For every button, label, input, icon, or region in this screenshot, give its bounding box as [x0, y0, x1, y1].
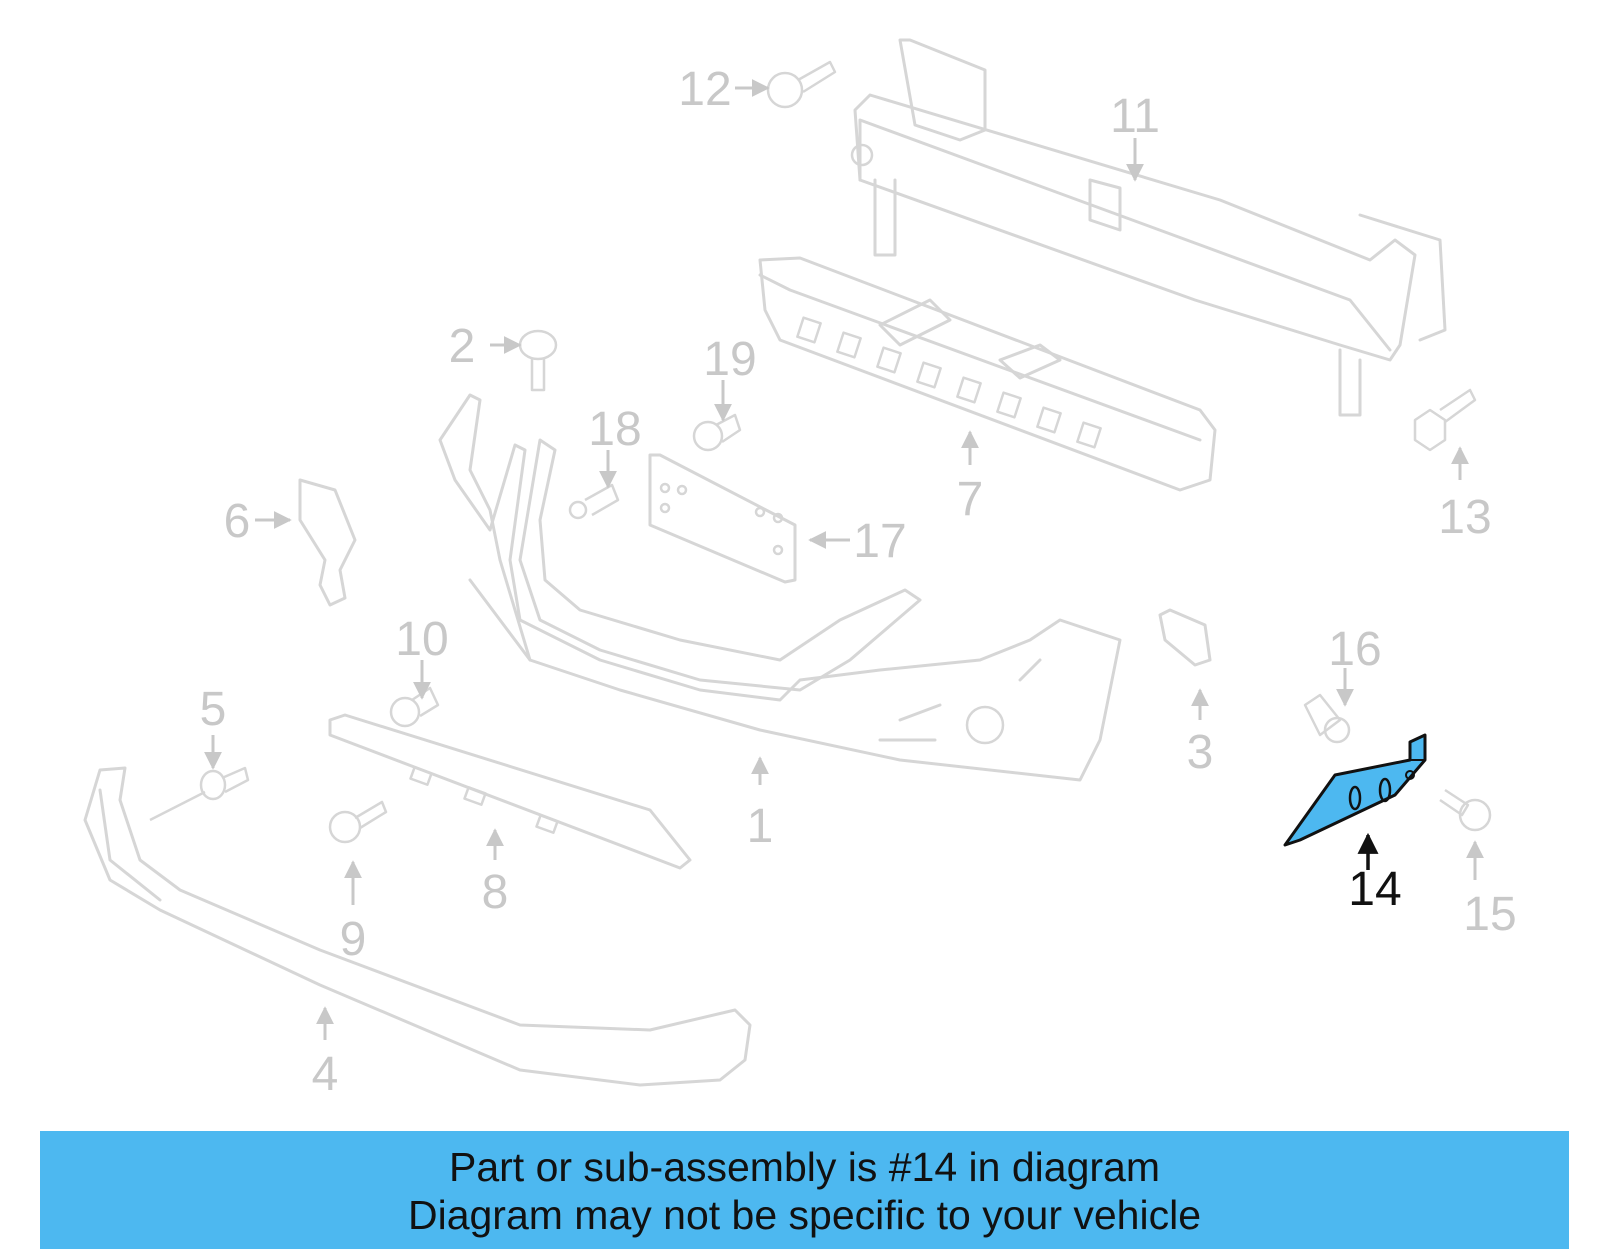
- callout-4: 4: [312, 1048, 339, 1101]
- callout-10: 10: [395, 613, 448, 666]
- part-10-clip: [389, 686, 440, 728]
- callout-12: 12: [678, 63, 731, 116]
- part-9-screw: [328, 800, 388, 844]
- part-15-screw: [1439, 788, 1492, 832]
- callout-2: 2: [449, 320, 476, 373]
- callout-14: 14: [1348, 863, 1401, 916]
- callout-arrows: [204, 79, 1484, 1040]
- banner-line-part: Part or sub-assembly is #14 in diagram: [449, 1144, 1160, 1190]
- callout-19: 19: [703, 333, 756, 386]
- part-16-clip: [1303, 693, 1351, 744]
- callout-18: 18: [588, 403, 641, 456]
- callout-labels: 1 2 3 4 5 6 7 8 9 10 11 12 13 14 15 16 1…: [200, 63, 1517, 1101]
- callout-5: 5: [200, 683, 227, 736]
- part-8-lower-strip: [328, 713, 692, 870]
- callout-6: 6: [224, 495, 251, 548]
- part-5-rivet: [149, 766, 250, 822]
- part-4-lower-spoiler: [83, 766, 752, 1087]
- part-7-energy-absorber: [758, 256, 1217, 492]
- callout-17: 17: [853, 515, 906, 568]
- part-6-bracket: [298, 478, 357, 607]
- part-13-bolt: [1413, 388, 1477, 452]
- callout-8: 8: [482, 866, 509, 919]
- part-1-bumper-cover: [438, 393, 1122, 782]
- callout-16: 16: [1328, 623, 1381, 676]
- part-12-bolt: [766, 60, 837, 109]
- callout-13: 13: [1438, 491, 1491, 544]
- banner-line-disclaimer: Diagram may not be specific to your vehi…: [407, 1192, 1201, 1238]
- callout-1: 1: [747, 800, 774, 853]
- part-2-screw: [518, 329, 558, 392]
- callout-7: 7: [957, 473, 984, 526]
- part-11-reinforcement-beam: [850, 38, 1447, 417]
- part-19-clip: [692, 413, 742, 452]
- callout-3: 3: [1187, 726, 1214, 779]
- info-banner: Part or sub-assembly is #14 in diagram D…: [40, 1131, 1569, 1249]
- part-18-clip: [568, 483, 620, 520]
- part-14-bracket-highlighted: [1283, 733, 1427, 847]
- callout-9: 9: [340, 913, 367, 966]
- part-17-license-bracket: [648, 453, 797, 584]
- callout-15: 15: [1463, 888, 1516, 941]
- part-3-bracket: [1158, 608, 1212, 667]
- callout-11: 11: [1110, 90, 1160, 143]
